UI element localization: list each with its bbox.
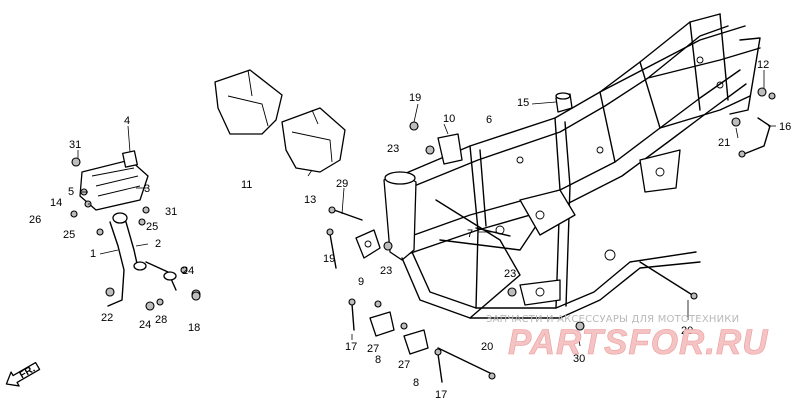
callout-24a: 24 (182, 265, 194, 277)
callout-19b: 19 (323, 253, 335, 265)
callout-31a: 31 (69, 139, 81, 151)
callout-7: 7 (467, 228, 473, 240)
callout-13: 13 (304, 194, 316, 206)
callout-22: 22 (101, 312, 113, 324)
callout-23c: 23 (504, 268, 516, 280)
callout-21: 21 (718, 137, 730, 149)
callout-1: 1 (90, 248, 96, 260)
footpeg-bracket-assembly (70, 150, 201, 311)
watermark-logo: PARTSFOR.RU (508, 323, 769, 362)
callout-30: 30 (573, 353, 585, 365)
callout-8a: 8 (375, 354, 381, 366)
callout-27b: 27 (398, 359, 410, 371)
callout-23b: 23 (380, 265, 392, 277)
side-cover-part-13 (281, 107, 346, 173)
callout-17b: 17 (435, 389, 447, 401)
front-direction-arrow: FR. (5, 361, 41, 387)
callout-5: 5 (68, 186, 74, 198)
watermark: ЗАПЧАСТИ И АКСЕССУАРЫ ДЛЯ МОТОТЕХНИКИ PA… (486, 314, 769, 362)
callout-31b: 31 (165, 206, 177, 218)
callout-25b: 25 (146, 221, 158, 233)
fasteners (191, 87, 776, 383)
callout-20b: 20 (681, 325, 693, 337)
callout-11: 11 (241, 179, 252, 191)
watermark-caption: ЗАПЧАСТИ И АКСЕССУАРЫ ДЛЯ МОТОТЕХНИКИ (486, 314, 739, 325)
callout-18: 18 (188, 322, 200, 334)
leader-lines (77, 70, 776, 347)
callout-27a: 27 (367, 343, 379, 355)
callout-24b: 24 (139, 319, 151, 331)
callout-14: 14 (50, 197, 62, 209)
callout-23a: 23 (387, 143, 399, 155)
callout-19a: 19 (409, 92, 421, 104)
callout-10: 10 (443, 113, 455, 125)
callout-26: 26 (29, 214, 41, 226)
callout-25a: 25 (63, 229, 75, 241)
callout-15: 15 (517, 97, 529, 109)
callout-16: 16 (779, 121, 791, 133)
callout-29: 29 (336, 178, 348, 190)
side-cover-part-11 (214, 69, 283, 135)
callout-8b: 8 (413, 377, 419, 389)
callout-4: 4 (124, 115, 130, 127)
callout-17a: 17 (345, 341, 357, 353)
callout-numbers: 1 2 3 4 5 6 7 8 8 9 10 11 12 13 14 15 16… (29, 59, 791, 401)
callout-2: 2 (155, 238, 161, 250)
callout-28: 28 (155, 314, 167, 326)
main-frame (383, 13, 761, 319)
callout-3: 3 (144, 183, 150, 195)
callout-12: 12 (757, 59, 769, 71)
callout-6: 6 (486, 114, 492, 126)
callout-20a: 20 (481, 341, 493, 353)
callout-9: 9 (358, 276, 364, 288)
